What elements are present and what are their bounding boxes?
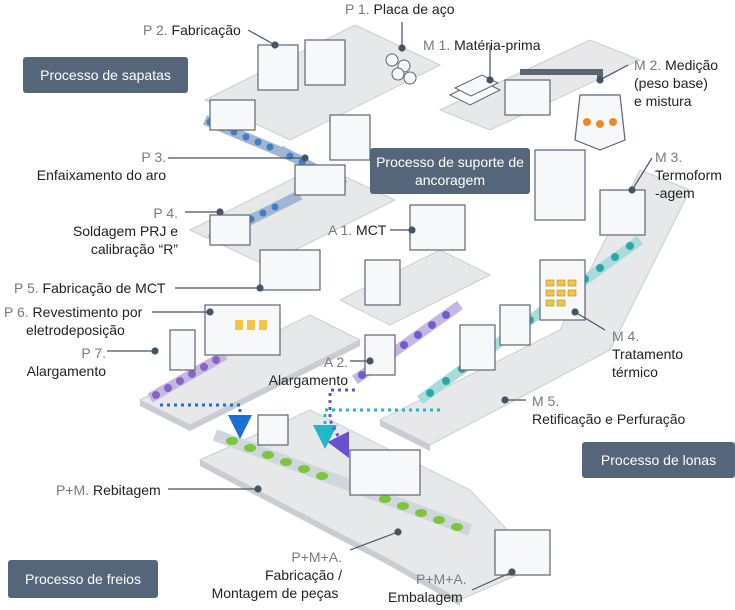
label-p5: P 5. Fabricação de MCT xyxy=(14,280,166,296)
machine-rivet xyxy=(257,414,289,446)
machine-press-2 xyxy=(304,39,346,86)
machine-grind xyxy=(459,324,496,371)
machine-mct-fab xyxy=(259,249,321,291)
section-sapatas: Processo de sapatas xyxy=(23,57,188,93)
label-pma-embalagem: P+M+A. Embalagem xyxy=(388,571,467,605)
heat-trays xyxy=(545,279,577,307)
machine-thermoform-2 xyxy=(599,189,646,236)
arrow-sapatas-to-freios xyxy=(160,403,252,439)
machine-drill xyxy=(499,304,531,346)
section-freios: Processo de freios xyxy=(8,560,158,598)
label-m5: M 5. Retificação e Perfuração xyxy=(532,393,686,427)
label-p2: P 2. Fabricação xyxy=(143,22,241,38)
arrow-lonas-to-freios xyxy=(313,408,440,449)
machine-thermoform-1 xyxy=(534,149,586,221)
steel-coils xyxy=(385,53,417,85)
label-p3: P 3. Enfaixamento do aro xyxy=(36,149,166,183)
mixing-tank xyxy=(520,69,626,151)
label-m4: M 4. Tratamento térmico xyxy=(612,328,684,380)
label-p1: P 1. Placa de aço xyxy=(345,1,455,17)
label-pma-fabricacao: P+M+A. Fabricação / Montagem de peças xyxy=(211,549,342,601)
platform-edges xyxy=(140,340,460,606)
machine-assembly xyxy=(349,449,421,496)
machine-weld xyxy=(209,214,251,246)
flow-arrows xyxy=(160,388,440,459)
label-p4: P 4. Soldagem PRJ e calibração “R” xyxy=(72,205,178,257)
conveyor-purple xyxy=(147,350,228,403)
machine-mct xyxy=(409,204,466,251)
machine-packing xyxy=(494,529,551,576)
section-lonas: Processo de lonas xyxy=(582,442,735,478)
arrow-ancoragem-to-freios xyxy=(327,388,355,459)
label-p6: P 6. Revestimento por eletrodeposição xyxy=(4,304,143,338)
machines xyxy=(169,39,646,576)
machine-fabric-2 xyxy=(329,114,371,161)
label-m3: M 3. Termoform -agem xyxy=(655,149,722,201)
label-p7: P 7. Alargamento xyxy=(26,345,106,379)
conveyor-green xyxy=(212,429,473,536)
label-pm: P+M. Rebitagem xyxy=(56,482,161,498)
label-m2: M 2. Medição (peso base) e mistura xyxy=(634,57,719,109)
leader-lines xyxy=(107,22,653,591)
machine-rim xyxy=(294,164,346,196)
platform-ancoragem xyxy=(338,249,492,326)
coating-slots xyxy=(235,320,267,330)
machine-fabric-1 xyxy=(209,99,256,131)
label-m1: M 1. Matéria-prima xyxy=(423,37,541,53)
label-a1: A 1. MCT xyxy=(328,222,387,238)
section-ancoragem: Processo de suporte de ancoragem xyxy=(370,148,530,194)
machine-ancor-press xyxy=(364,259,401,306)
label-a2: A 2. Alargamento xyxy=(268,354,348,388)
machine-press-1 xyxy=(257,44,299,91)
machine-reaming-p7 xyxy=(169,329,196,371)
machine-hopper xyxy=(504,79,551,116)
machine-reaming-a2 xyxy=(364,334,396,376)
